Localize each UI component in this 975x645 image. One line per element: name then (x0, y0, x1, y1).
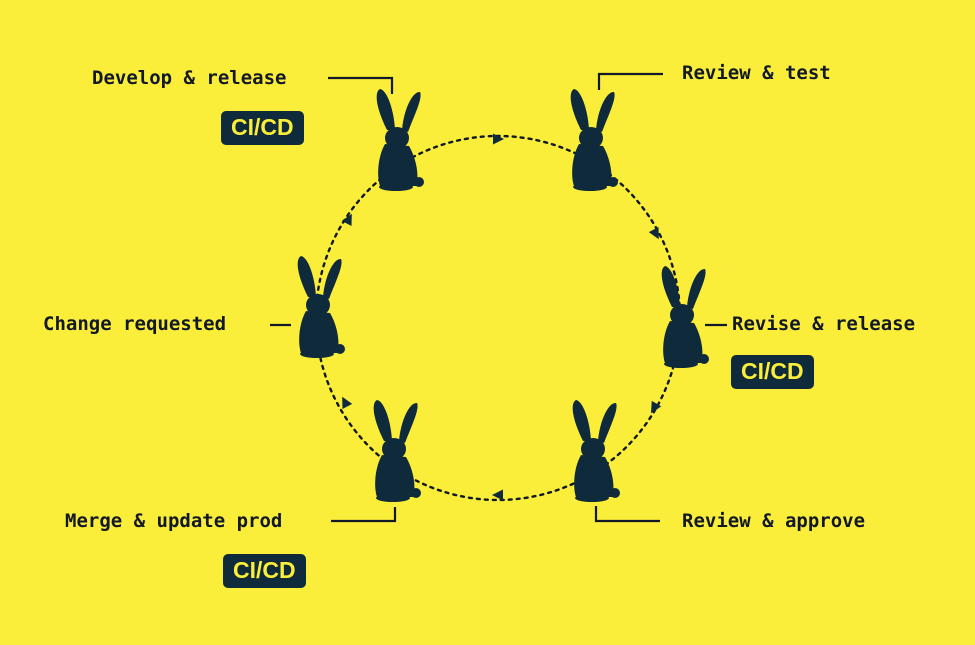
connector-lines (270, 72, 727, 523)
flow-cycle-path (314, 134, 682, 502)
arrowhead-icon (651, 400, 662, 414)
rabbit-icon (661, 266, 709, 368)
stage-label-review-test: Review & test (682, 62, 831, 84)
stage-label-merge: Merge & update prod (65, 510, 283, 532)
rabbit-icon (376, 89, 424, 191)
arrowhead-icon (342, 396, 353, 409)
rabbit-icon (373, 400, 421, 502)
rabbit-icon (570, 89, 618, 191)
stage-label-change: Change requested (43, 313, 227, 335)
arrowhead-icon (493, 133, 504, 145)
arrowhead-icon (648, 227, 659, 240)
connector-merge (331, 507, 397, 523)
connector-approve (594, 506, 660, 523)
flow-arrows (341, 133, 662, 501)
stage-icons (297, 89, 709, 502)
stage-label-revise: Revise & release (732, 313, 916, 335)
cicd-badge-merge: CI/CD (223, 554, 306, 589)
connector-review-test (597, 72, 663, 90)
stage-label-develop: Develop & release (92, 67, 287, 89)
cicd-badge-revise: CI/CD (731, 355, 814, 390)
arrowhead-icon (341, 213, 352, 226)
arrowhead-icon (492, 489, 503, 501)
connector-develop (328, 76, 394, 94)
rabbit-icon (572, 400, 620, 502)
stage-label-approve: Review & approve (682, 510, 866, 532)
cicd-badge-develop: CI/CD (221, 111, 304, 146)
